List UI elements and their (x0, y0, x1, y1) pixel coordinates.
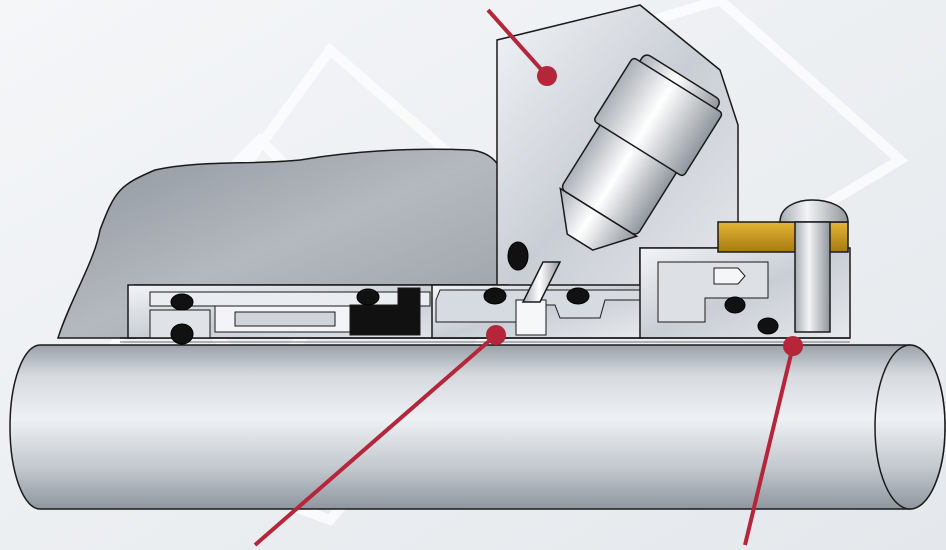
gland-bolt (779, 199, 849, 333)
flush-port-fitting (521, 54, 723, 303)
pump-casing (56, 148, 506, 339)
callout-top (486, 8, 557, 86)
callout-right (743, 336, 803, 546)
callout-left (253, 325, 506, 547)
o-ring-seal (170, 241, 779, 345)
shaft (9, 344, 946, 510)
